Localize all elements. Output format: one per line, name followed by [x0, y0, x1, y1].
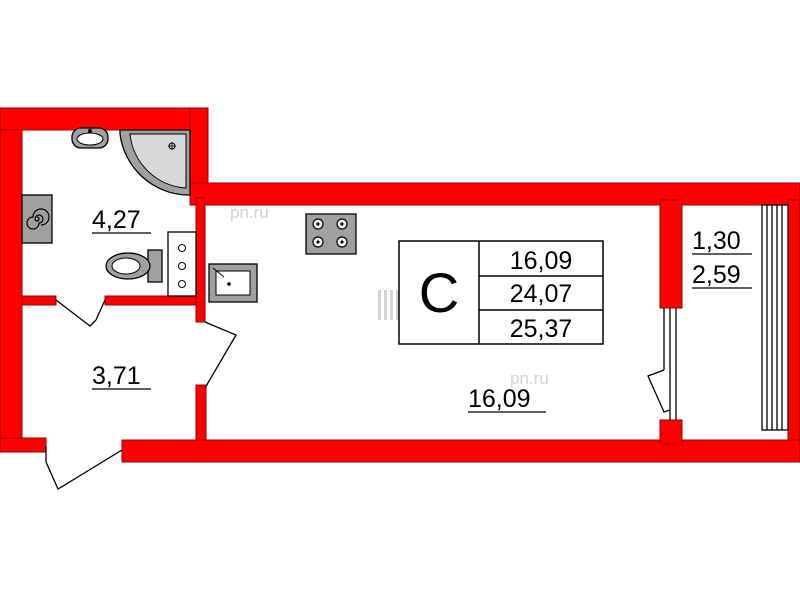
- bathroom-area-label: 4,27: [92, 206, 141, 234]
- watermark-top: pn.ru: [230, 203, 269, 222]
- wall-bath-kitchen: [195, 197, 206, 323]
- info-table-frame: [398, 240, 604, 345]
- bathroom-door: [55, 299, 106, 327]
- wall-bottom-left: [0, 437, 47, 453]
- cooktop-icon: [305, 213, 357, 255]
- balcony-area-label: 1,30: [692, 227, 741, 255]
- balcony-door-leaf: [647, 369, 671, 413]
- bathroom-door-leaf-left: [55, 299, 97, 327]
- wall-balcony-lower: [659, 419, 683, 445]
- wall-left: [0, 107, 23, 441]
- entrance-door: [45, 446, 123, 490]
- wall-balcony-right: [787, 199, 800, 441]
- main-room-area-label: 16,09: [468, 385, 531, 413]
- kitchen-sink-icon: [208, 263, 258, 303]
- glazing-frame: [761, 204, 789, 431]
- total-with-balcony-value: 25,37: [510, 315, 573, 343]
- balcony-door: [647, 308, 677, 420]
- toilet-icon: [105, 249, 163, 283]
- wall-bath-hall: [21, 295, 57, 306]
- watermark-middle: pn.ru: [510, 369, 549, 388]
- watermark-logo: [378, 290, 399, 320]
- apartment-type-label: С: [419, 261, 459, 324]
- wall-balcony-upper: [659, 199, 683, 309]
- room-door-leaf: [204, 321, 237, 389]
- wall-hall-main: [195, 384, 207, 446]
- balcony-glazing: [761, 204, 789, 431]
- room-door: [204, 321, 237, 389]
- living-area-value: 16,09: [510, 247, 573, 275]
- wall-bottom: [121, 439, 800, 463]
- vent-shaft-icon: [167, 231, 197, 297]
- water-heater-icon: [21, 194, 53, 244]
- walls: [0, 107, 800, 463]
- wall-top-bath: [0, 107, 209, 131]
- wall-bath-hall-right: [104, 295, 206, 306]
- bathroom-door-leaf-right: [95, 299, 106, 321]
- hallway-area-label: 3,71: [92, 362, 141, 390]
- balcony-area-full-label: 2,59: [692, 261, 741, 289]
- entrance-door-leaf: [45, 449, 123, 490]
- apartment-info-table: [398, 240, 604, 345]
- corner-shower-icon: [119, 129, 191, 196]
- wall-top-main: [189, 182, 800, 206]
- sink-icon: [71, 127, 109, 149]
- total-area-value: 24,07: [510, 280, 573, 308]
